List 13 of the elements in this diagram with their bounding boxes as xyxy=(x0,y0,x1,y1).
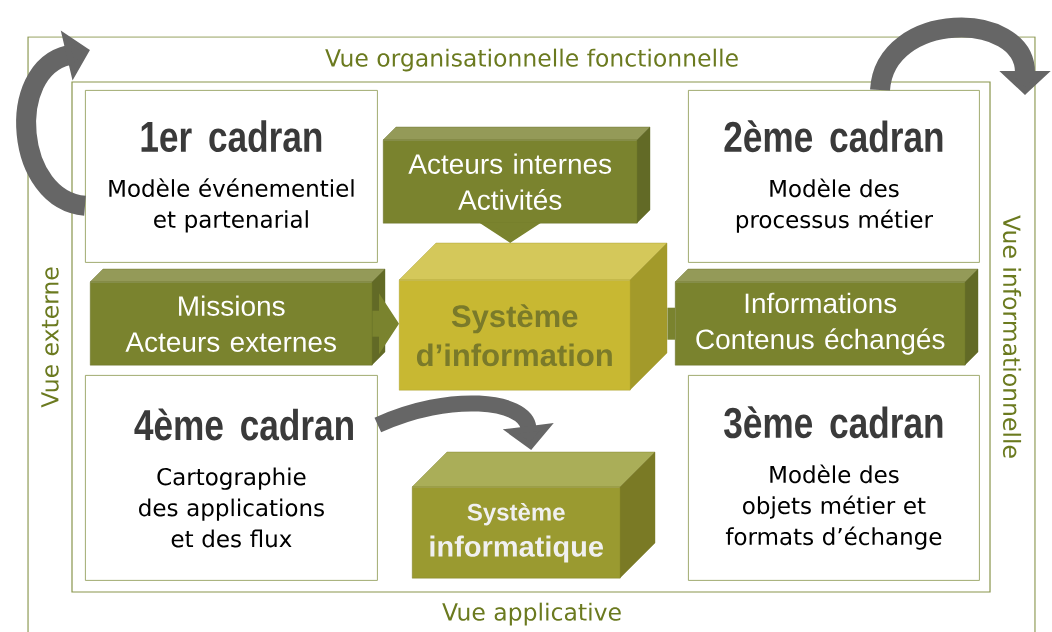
block-box: Système d’information xyxy=(398,242,668,391)
quadrant-box: 1er cadran Modèle événementiel et partenarial xyxy=(85,90,378,263)
quadrant-box: 4ème cadran Cartographie des applications et des flux xyxy=(85,375,378,581)
quadrant-box: 2ème cadran Modèle des processus métier xyxy=(688,90,980,263)
view-label: Vue externe xyxy=(41,267,59,408)
view-label: Vue informationnelle xyxy=(1002,215,1022,458)
quadrant-box: 3ème cadran Modèle des objets métier et formats d’échange xyxy=(688,375,980,581)
view-label: Vue applicative xyxy=(442,602,621,626)
view-label: Vue organisationnelle fonctionnelle xyxy=(325,48,738,72)
block-box: Système informatique xyxy=(411,451,656,579)
block-box: Informations Contenus échangés xyxy=(674,268,979,366)
block-box: Acteurs internes Activités xyxy=(382,126,651,224)
block-box: Missions Acteurs externes xyxy=(89,268,386,366)
